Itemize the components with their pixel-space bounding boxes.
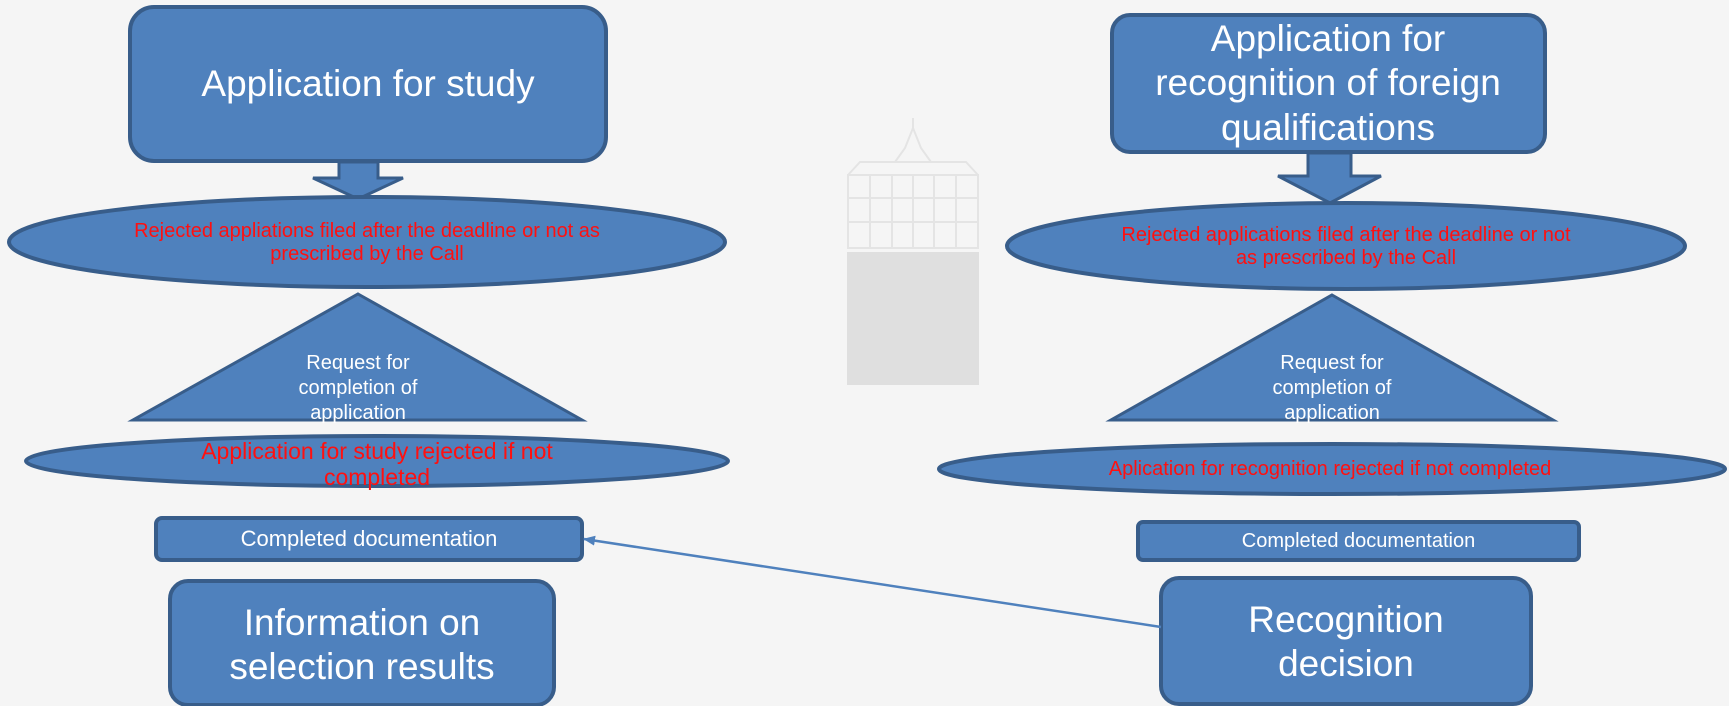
right-completed-box-label: Completed documentation: [1241, 529, 1476, 552]
right-request-triangle-shape: [1105, 293, 1559, 422]
university-building-logo: [847, 118, 979, 385]
left-result-box-shape: [168, 579, 556, 706]
left-rejection-ellipse-shape: [7, 195, 727, 289]
left-rejection-ellipse-label: Rejected appliations filed after the dea…: [134, 220, 600, 265]
left-completed-box-shape: [154, 516, 584, 562]
left-request-triangle-shape: [127, 292, 588, 422]
right-not-completed-ellipse-label: Aplication for recognition rejected if n…: [1108, 457, 1552, 480]
right-result-box-shape: [1159, 576, 1533, 706]
right-top-box-label: Application for recognition of foreign q…: [1155, 17, 1501, 148]
left-not-completed-ellipse-shape: [24, 434, 730, 488]
left-request-triangle-label: Request for completion of application: [298, 351, 418, 424]
right-down-arrow: [1277, 151, 1382, 205]
right-rejection-ellipse-label: Rejected applications filed after the de…: [1121, 224, 1571, 269]
right-rejection-ellipse-shape: [1005, 201, 1687, 291]
left-not-completed-ellipse-label: Application for study rejected if not co…: [201, 437, 553, 490]
right-result-box-label: Recognition decision: [1248, 598, 1444, 684]
left-down-arrow: [312, 160, 404, 201]
right-not-completed-ellipse-shape: [937, 442, 1727, 496]
right-completed-box-shape: [1136, 520, 1581, 562]
left-top-box-label: Application for study: [201, 63, 535, 105]
left-completed-box-label: Completed documentation: [240, 525, 498, 551]
recognition-to-documentation-connector: [583, 535, 1162, 629]
left-result-box-label: Information on selection results: [229, 601, 495, 687]
right-request-triangle-label: Request for completion of application: [1272, 351, 1392, 424]
